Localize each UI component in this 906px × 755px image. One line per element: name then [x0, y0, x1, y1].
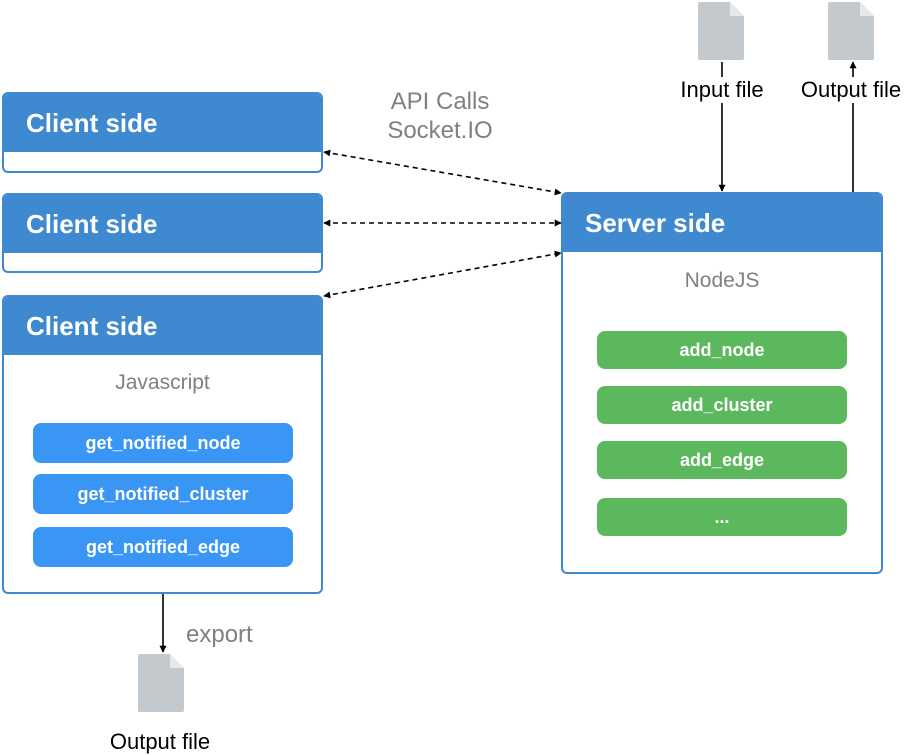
client-panel-2: Client side — [2, 193, 323, 273]
server-function-add-node: add_node — [597, 331, 847, 369]
export-label: export — [186, 621, 253, 648]
client-panel-1-title: Client side — [4, 94, 321, 152]
client-function-get-notified-node: get_notified_node — [33, 423, 293, 463]
client-panel-2-title: Client side — [4, 195, 321, 253]
server-function-more: ... — [597, 498, 847, 536]
client-panel-3: Client side Javascript get_notified_node… — [2, 295, 323, 594]
connection-label-line1: API Calls — [390, 88, 490, 115]
link-client1-server — [323, 149, 562, 196]
server-function-add-cluster: add_cluster — [597, 386, 847, 424]
connection-label: API Calls Socket.IO — [340, 87, 540, 145]
client-panel-3-title: Client side — [4, 297, 321, 355]
link-client3-server — [323, 250, 562, 299]
client-function-get-notified-cluster: get_notified_cluster — [33, 474, 293, 514]
server-panel-title: Server side — [563, 194, 881, 252]
client-output-file-label: Output file — [107, 729, 213, 755]
server-output-file-icon — [828, 2, 874, 60]
server-function-add-edge: add_edge — [597, 441, 847, 479]
server-panel: Server side NodeJS add_node add_cluster … — [561, 192, 883, 574]
client-output-file-icon — [138, 654, 184, 712]
client-function-get-notified-edge: get_notified_edge — [33, 527, 293, 567]
client-language-label: Javascript — [115, 371, 210, 394]
input-file-icon — [698, 2, 744, 60]
client-panel-1: Client side — [2, 92, 323, 173]
server-runtime-label: NodeJS — [684, 269, 760, 292]
connection-label-line2: Socket.IO — [387, 117, 493, 144]
server-output-file-label: Output file — [798, 77, 904, 103]
input-file-label: Input file — [678, 77, 766, 103]
